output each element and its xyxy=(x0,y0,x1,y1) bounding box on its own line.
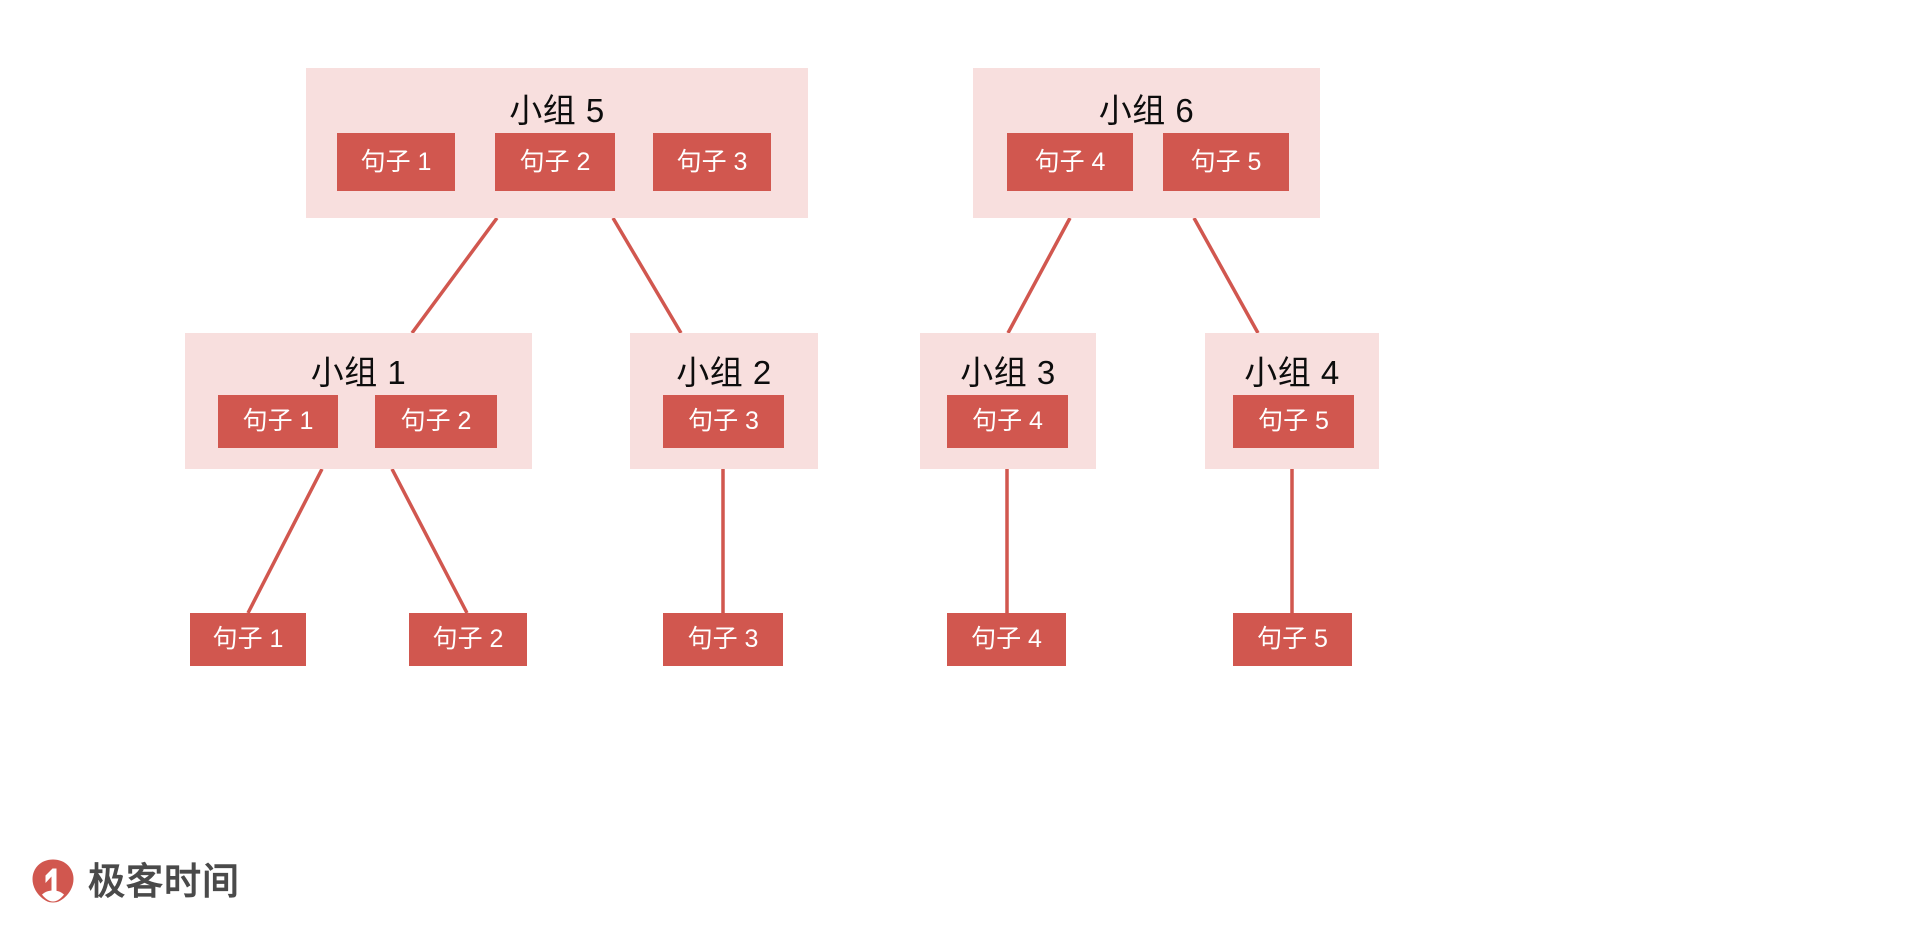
sentence-box[interactable]: 句子 1 xyxy=(218,395,338,448)
group-title: 小组 6 xyxy=(1098,92,1195,129)
geek-time-logo-icon xyxy=(30,858,76,904)
brand-logo: 极客时间 xyxy=(30,858,240,904)
leaf-sentence-box[interactable]: 句子 4 xyxy=(947,613,1066,666)
group-title: 小组 5 xyxy=(509,92,605,129)
connector-line xyxy=(410,216,499,335)
group-title: 小组 2 xyxy=(676,354,772,391)
connector-line xyxy=(246,468,324,614)
leaf-sentence-box[interactable]: 句子 5 xyxy=(1233,613,1352,666)
group-title: 小组 4 xyxy=(1244,354,1340,391)
connector-line xyxy=(611,217,683,334)
sentence-box[interactable]: 句子 5 xyxy=(1163,133,1289,191)
group-title: 小组 1 xyxy=(310,354,407,391)
sentence-box[interactable]: 句子 5 xyxy=(1233,395,1354,448)
brand-name: 极客时间 xyxy=(88,860,240,902)
group-title: 小组 3 xyxy=(960,354,1056,391)
sentence-box[interactable]: 句子 4 xyxy=(947,395,1068,448)
sentence-box[interactable]: 句子 3 xyxy=(663,395,784,448)
sentence-box[interactable]: 句子 2 xyxy=(495,133,615,191)
sentence-box[interactable]: 句子 4 xyxy=(1007,133,1133,191)
connector-line xyxy=(1192,217,1260,334)
leaf-sentence-box[interactable]: 句子 3 xyxy=(663,613,783,666)
sentence-box[interactable]: 句子 3 xyxy=(653,133,771,191)
connector-line xyxy=(390,468,469,614)
sentence-box[interactable]: 句子 1 xyxy=(337,133,455,191)
sentence-box[interactable]: 句子 2 xyxy=(375,395,497,448)
connector-line xyxy=(1006,217,1072,334)
leaf-sentence-box[interactable]: 句子 1 xyxy=(190,613,306,666)
leaf-sentence-box[interactable]: 句子 2 xyxy=(409,613,527,666)
